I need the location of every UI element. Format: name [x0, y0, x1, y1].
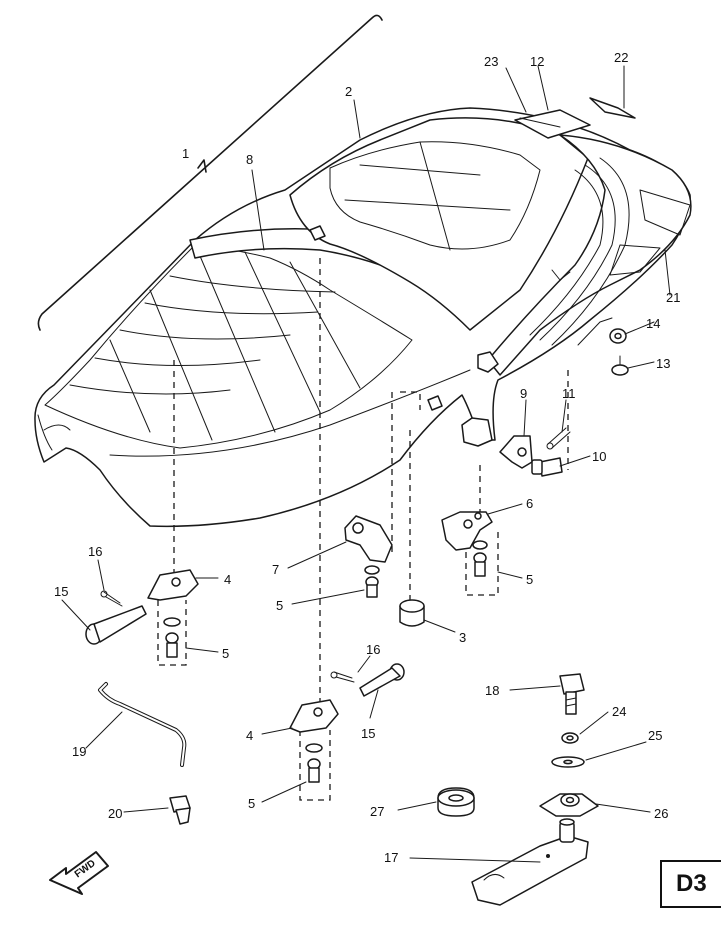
rod-19: [98, 682, 187, 767]
damper-3: [399, 599, 425, 627]
callout-14: 14: [646, 316, 660, 331]
plate-17: [471, 818, 589, 906]
callout-4b: 4: [246, 728, 253, 743]
callout-7: 7: [272, 562, 279, 577]
fastener-20: [169, 795, 191, 825]
nut-26: [539, 793, 599, 817]
callout-4a: 4: [224, 572, 231, 587]
screw-13: [611, 355, 629, 376]
leader-lines: [61, 65, 671, 863]
callout-15b: 15: [361, 726, 375, 741]
washer-25: [551, 756, 585, 768]
bracket-7: [344, 515, 393, 563]
hinge-pin-left: [85, 605, 147, 645]
callout-27: 27: [370, 804, 384, 819]
bolt-18: [559, 673, 585, 715]
callout-21: 21: [666, 290, 680, 305]
callout-24: 24: [612, 704, 626, 719]
callout-17: 17: [384, 850, 398, 865]
callout-1: 1: [182, 146, 189, 161]
hinge-bracket-6: [441, 511, 493, 551]
hinge-bracket-left: [147, 569, 199, 601]
alignment-lines: [157, 258, 569, 801]
callout-18: 18: [485, 683, 499, 698]
callout-6: 6: [526, 496, 533, 511]
callout-5b: 5: [276, 598, 283, 613]
callout-10: 10: [592, 449, 606, 464]
callout-13: 13: [656, 356, 670, 371]
hinge-pin-center: [359, 663, 405, 697]
callout-5a: 5: [222, 646, 229, 661]
hinge-bracket-lower: [289, 699, 339, 733]
callout-20: 20: [108, 806, 122, 821]
callout-26: 26: [654, 806, 668, 821]
callout-25: 25: [648, 728, 662, 743]
washer-24: [561, 732, 579, 744]
callout-2: 2: [345, 84, 352, 99]
bolt-stack-lower: [305, 743, 323, 783]
page-code-box: D3: [660, 860, 721, 908]
callout-23: 23: [484, 54, 498, 69]
callout-22: 22: [614, 50, 628, 65]
callout-16a: 16: [88, 544, 102, 559]
bolt-stack-center: [364, 565, 380, 598]
callout-3: 3: [459, 630, 466, 645]
callout-15a: 15: [54, 584, 68, 599]
forward-arrow-icon: FWD: [49, 851, 109, 895]
callout-11: 11: [562, 386, 576, 401]
callout-8: 8: [246, 152, 253, 167]
bolt-10: [531, 457, 563, 477]
grommet-27: [437, 787, 475, 817]
callout-5c: 5: [526, 572, 533, 587]
seat-assembly: [34, 97, 692, 528]
callout-16b: 16: [366, 642, 380, 657]
bolt-stack-right: [472, 540, 488, 577]
clip-11: [546, 427, 571, 450]
callout-9: 9: [520, 386, 527, 401]
cotter-pin-center: [330, 671, 355, 683]
latch-9: [499, 435, 533, 469]
grommet-14: [609, 328, 627, 344]
callout-5d: 5: [248, 796, 255, 811]
assembly-bracket: [37, 14, 383, 331]
cotter-pin-left: [100, 590, 123, 607]
callout-12: 12: [530, 54, 544, 69]
bolt-stack-left: [163, 617, 181, 658]
callout-labels: 1 2 3 4 4 5 5 5 5 6 7 8 9 10 11 12 13 14…: [54, 50, 680, 865]
callout-19: 19: [72, 744, 86, 759]
